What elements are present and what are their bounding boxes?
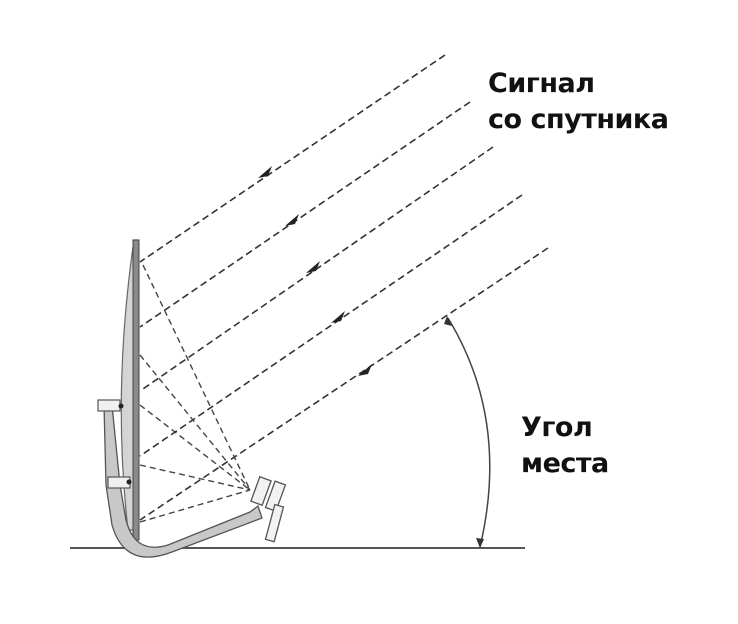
signal-ray-1 [139,54,446,263]
arrow-icon [306,261,320,273]
feed-converter [250,475,287,543]
signal-label-line1: Сигнал [488,68,595,99]
signal-label-line2: со спутника [488,104,669,135]
dish-reflector [120,239,140,541]
arrow-icon [331,311,345,323]
elevation-angle-label-line2: места [521,448,609,479]
signal-ray-5 [139,247,549,521]
mount-bracket [97,399,263,558]
arrow-icon [258,166,272,178]
arrow-icon [358,364,372,376]
elevation-angle-arc [444,316,491,548]
reflected-rays [139,264,251,523]
signal-ray-4 [139,194,523,457]
signal-arrows [258,166,372,376]
arrow-icon [285,214,299,226]
signal-ray-2 [139,101,471,328]
signal-label: Сигнал со спутника [488,66,669,138]
signal-rays [139,54,549,521]
elevation-angle-label: Угол места [521,410,609,482]
elevation-angle-label-line1: Угол [521,412,593,443]
